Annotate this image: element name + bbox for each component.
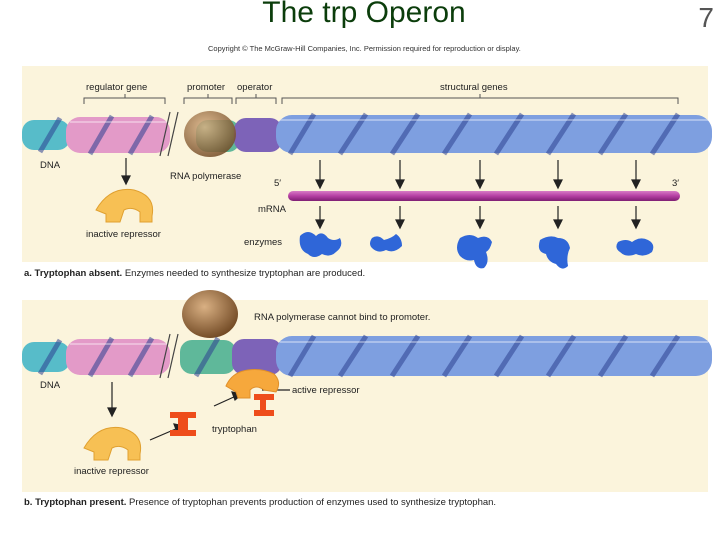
caption-a-text: Enzymes needed to synthesize tryptophan … bbox=[122, 268, 366, 279]
mrna-strand bbox=[288, 191, 680, 201]
copyright-notice: Copyright © The McGraw-Hill Companies, I… bbox=[208, 44, 521, 53]
label-rna-polymerase: RNA polymerase bbox=[170, 171, 242, 182]
label-active-repressor: active repressor bbox=[292, 385, 360, 396]
panel-a-brackets bbox=[83, 94, 679, 104]
tryptophan-molecule bbox=[170, 412, 196, 436]
slide-number: 7 bbox=[698, 2, 714, 33]
label-tryptophan: tryptophan bbox=[212, 424, 257, 435]
active-repressor bbox=[225, 369, 280, 416]
caption-b-text: Presence of tryptophan prevents producti… bbox=[126, 497, 497, 508]
label-dna-a: DNA bbox=[40, 160, 61, 171]
label-regulator-gene: regulator gene bbox=[86, 82, 148, 93]
panel-a-arrows bbox=[121, 158, 641, 230]
label-operator: operator bbox=[237, 82, 273, 93]
panel-a-dna-strand bbox=[22, 111, 712, 157]
caption-b: b. Tryptophan present. Presence of trypt… bbox=[24, 497, 496, 508]
label-three-prime: 3′ bbox=[672, 178, 680, 189]
label-mrna: mRNA bbox=[258, 204, 286, 215]
label-structural-genes: structural genes bbox=[440, 82, 508, 93]
label-dna-b: DNA bbox=[40, 380, 61, 391]
label-inactive-repressor-b: inactive repressor bbox=[74, 466, 149, 477]
enzyme-shapes bbox=[299, 232, 654, 269]
rna-polymerase-b bbox=[182, 290, 238, 338]
panel-b-dna-strand bbox=[22, 333, 712, 379]
caption-a: a. Tryptophan absent. Enzymes needed to … bbox=[24, 268, 365, 279]
label-polymerase-note: RNA polymerase cannot bind to promoter. bbox=[254, 312, 431, 323]
label-promoter: promoter bbox=[187, 82, 226, 93]
label-inactive-repressor-a: inactive repressor bbox=[86, 229, 161, 240]
caption-a-bold: a. Tryptophan absent. bbox=[24, 268, 123, 279]
rna-polymerase-a bbox=[184, 111, 236, 157]
inactive-repressor-b bbox=[83, 426, 142, 461]
panel-a-background bbox=[22, 66, 708, 262]
label-five-prime: 5′ bbox=[274, 178, 282, 189]
caption-b-bold: b. Tryptophan present. bbox=[24, 497, 127, 508]
label-enzymes: enzymes bbox=[244, 237, 283, 248]
inactive-repressor-a bbox=[95, 188, 154, 223]
slide-title: The trp Operon bbox=[262, 0, 466, 29]
